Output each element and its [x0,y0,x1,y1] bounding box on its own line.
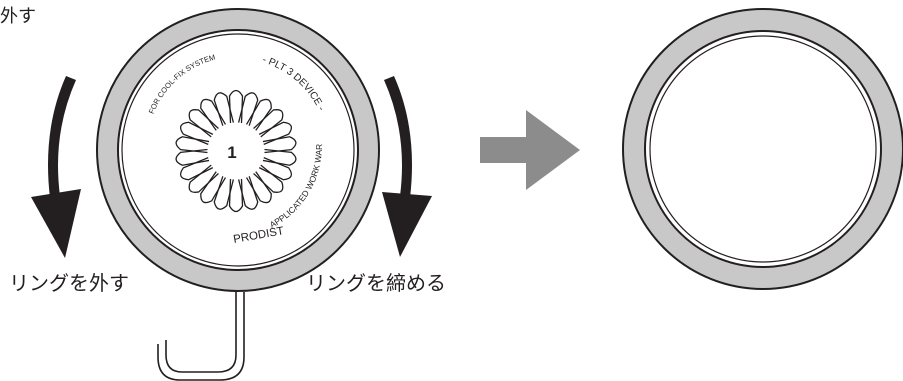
tooth-segment [237,176,259,210]
ring-inner-edge [644,30,882,268]
center-number: 1 [227,143,236,162]
tooth-segment [175,148,210,166]
top-caption-fragment: 外す [0,6,36,27]
tooth-segment [253,164,284,193]
ring-inner-line [649,35,877,263]
tooth-segment [213,92,235,126]
tooth-segment [188,164,219,193]
ring-only [622,8,903,290]
tooth-segment [262,148,297,166]
tooth-segment [262,136,297,154]
tooth-segment [188,109,219,138]
tooth-ring [175,89,297,213]
hook [157,292,245,381]
tooth-segment [245,98,272,131]
tighten-ring-caption: リングを締める [306,271,446,295]
tooth-segment [179,121,214,145]
tooth-segment [237,92,259,126]
tooth-segment [258,121,293,145]
tooth-segment [258,157,293,181]
remove-ring-caption: リングを外す [9,271,129,295]
device-face [121,33,355,267]
tooth-segment [213,176,235,210]
tooth-segment [228,178,244,213]
tooth-segment [200,171,227,204]
tooth-segment [245,171,272,204]
tooth-segment [253,109,284,138]
tooth-segment [179,157,214,181]
curved-arrow-counterclockwise-icon [31,76,81,258]
right-arrow-icon [480,110,580,190]
tooth-segment [175,136,210,154]
tooth-segment [200,98,227,131]
tooth-segment [228,89,244,124]
curved-arrow-clockwise-icon [382,76,432,257]
